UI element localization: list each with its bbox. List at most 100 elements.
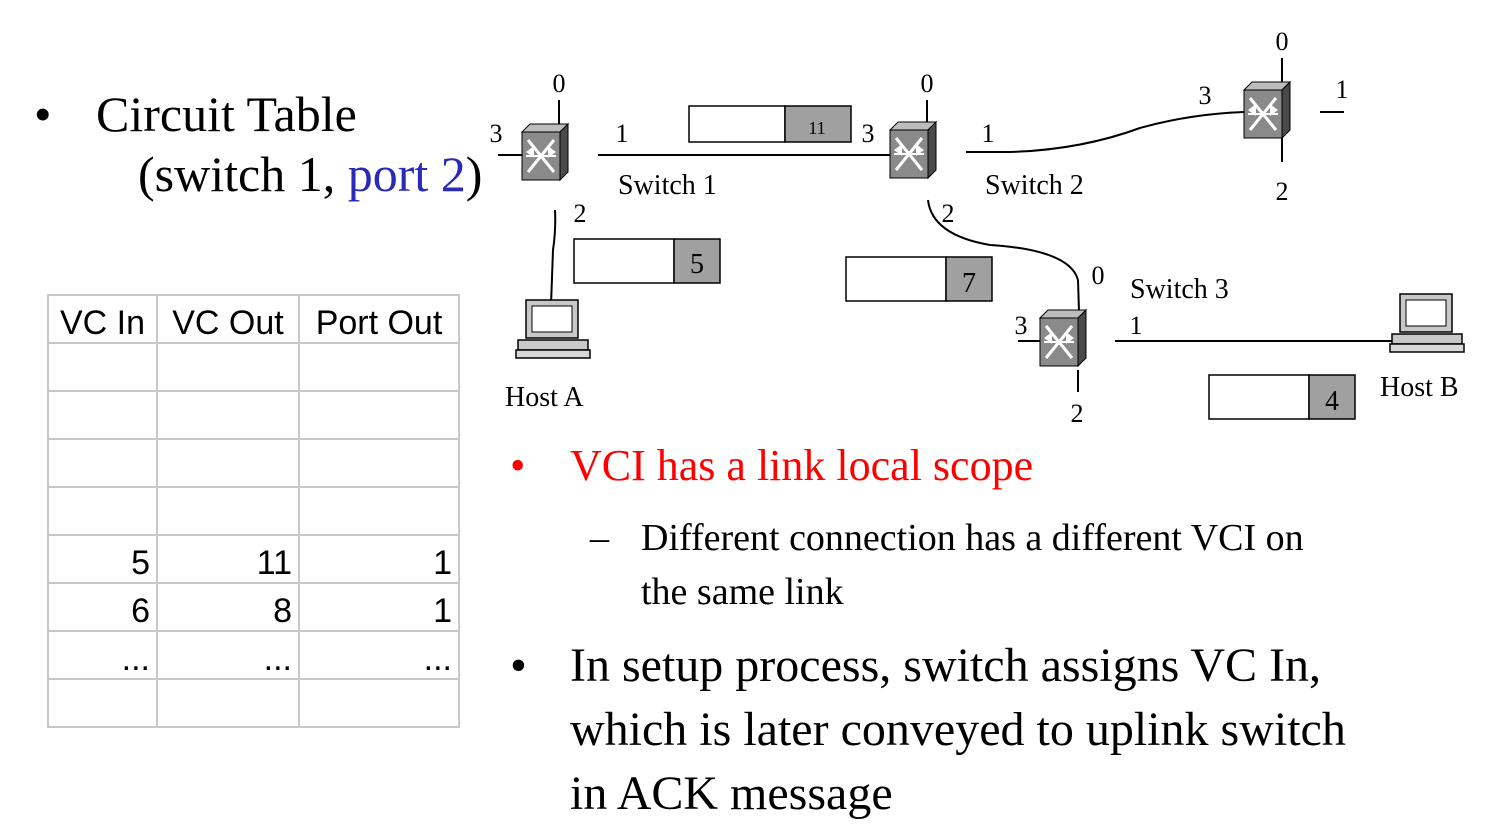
table-cell: 8 [156, 582, 300, 632]
port-label: 0 [921, 69, 934, 98]
port-label: 0 [1092, 261, 1105, 290]
table-cell: 1 [298, 534, 460, 584]
table-cell: ... [47, 630, 158, 680]
host-b: Host B [1380, 293, 1465, 403]
circuit-table-title-line1: Circuit Table [96, 86, 357, 142]
title-text: (switch 1, [138, 146, 348, 202]
table-cell [298, 678, 460, 728]
table-cell: 1 [298, 582, 460, 632]
packet-s2-s3: 7 [845, 256, 993, 302]
switch-icon [888, 120, 938, 180]
port-highlight: port 2 [347, 146, 466, 202]
computer-icon [1389, 293, 1465, 353]
switch-3: 0 1 2 3 Switch 3 [1015, 261, 1229, 428]
bullet-marker: • [510, 441, 526, 490]
table-cell [156, 438, 300, 488]
bullet-text: VCI has a link local scope [570, 441, 1034, 490]
packet-s1-s2: 11 [688, 105, 852, 143]
table-cell: ... [156, 630, 300, 680]
port-label: 3 [490, 119, 503, 148]
table-cell [47, 486, 158, 536]
header-vc-in: VC In [47, 294, 158, 344]
packet-hostA-s1: 5 [573, 238, 721, 284]
switch-2: 0 1 2 3 Switch 2 [862, 69, 1084, 228]
table-row [47, 486, 460, 536]
table-cell [47, 390, 158, 440]
port-label: 3 [862, 119, 875, 148]
table-row [47, 342, 460, 392]
setup-line1: In setup process, switch assigns VC In, [570, 639, 1322, 692]
port-label: 2 [942, 199, 955, 228]
vci-label: 7 [962, 268, 976, 299]
port-label: 0 [1276, 27, 1289, 56]
port-label: 1 [982, 119, 995, 148]
header-vc-out: VC Out [156, 294, 300, 344]
vci-label: 5 [690, 249, 704, 280]
switch-icon [1242, 80, 1292, 140]
host-a: Host A [505, 299, 591, 413]
table-cell [298, 438, 460, 488]
bullet-marker: • [34, 86, 52, 142]
setup-line2: which is later conveyed to uplink switch [570, 703, 1346, 756]
sub-bullet-line1: Different connection has a different VCI… [641, 517, 1304, 559]
table-cell: ... [298, 630, 460, 680]
network-diagram: 0 1 2 3 Switch 1 0 1 2 3 Switch 2 0 1 2 … [490, 27, 1465, 428]
header-port-out: Port Out [298, 294, 460, 344]
circuit-table-title-line2: (switch 1, port 2) [138, 144, 482, 204]
table-cell [156, 342, 300, 392]
packet-s3-hostB: 4 [1208, 374, 1356, 420]
computer-icon [515, 299, 591, 359]
sub-bullet-vci: – Different connection has a different V… [590, 512, 1304, 613]
link-s2-s4 [966, 111, 1245, 153]
title-text: ) [465, 146, 483, 202]
table-cell [156, 390, 300, 440]
table-cell: 6 [47, 582, 158, 632]
switch-1: 0 1 2 3 Switch 1 [490, 69, 717, 228]
dash-marker: – [590, 517, 609, 559]
table-cell: 11 [156, 534, 300, 584]
bullet-marker: • [510, 639, 527, 692]
table-cell [298, 390, 460, 440]
port-label: 2 [1276, 177, 1289, 206]
table-cell: 5 [47, 534, 158, 584]
switch-label: Switch 3 [1130, 274, 1229, 305]
sub-bullet-line2: the same link [641, 571, 844, 613]
link-s1-hostA [550, 209, 557, 306]
port-label: 3 [1015, 311, 1028, 340]
port-label: 2 [574, 199, 587, 228]
table-header-row: VC In VC Out Port Out [47, 294, 460, 344]
bullet-vci-scope: • VCI has a link local scope [510, 440, 1033, 492]
switch-icon [1038, 308, 1088, 368]
switch-icon [520, 122, 570, 182]
vci-label: 11 [808, 118, 825, 138]
table-cell [47, 342, 158, 392]
table-cell [298, 486, 460, 536]
setup-line3: in ACK message [570, 767, 893, 820]
port-label: 1 [1336, 75, 1349, 104]
switch-label: Switch 1 [618, 170, 717, 201]
table-cell [156, 486, 300, 536]
port-label: 2 [1071, 399, 1084, 428]
table-row [47, 390, 460, 440]
table-cell [156, 678, 300, 728]
bullet-setup: • In setup process, switch assigns VC In… [510, 634, 1346, 820]
link-s2-s3 [927, 199, 1080, 313]
vci-label: 4 [1325, 386, 1339, 417]
table-cell [47, 678, 158, 728]
table-row [47, 678, 460, 728]
port-label: 3 [1199, 81, 1212, 110]
table-cell [47, 438, 158, 488]
table-row [47, 438, 460, 488]
host-label: Host B [1380, 372, 1459, 403]
table-cell [298, 342, 460, 392]
table-row: ......... [47, 630, 460, 680]
host-label: Host A [505, 382, 584, 413]
port-label: 0 [553, 69, 566, 98]
switch-4: 0 1 2 3 [1199, 27, 1349, 206]
port-label: 1 [1130, 311, 1143, 340]
port-label: 1 [616, 119, 629, 148]
switch-label: Switch 2 [985, 170, 1084, 201]
